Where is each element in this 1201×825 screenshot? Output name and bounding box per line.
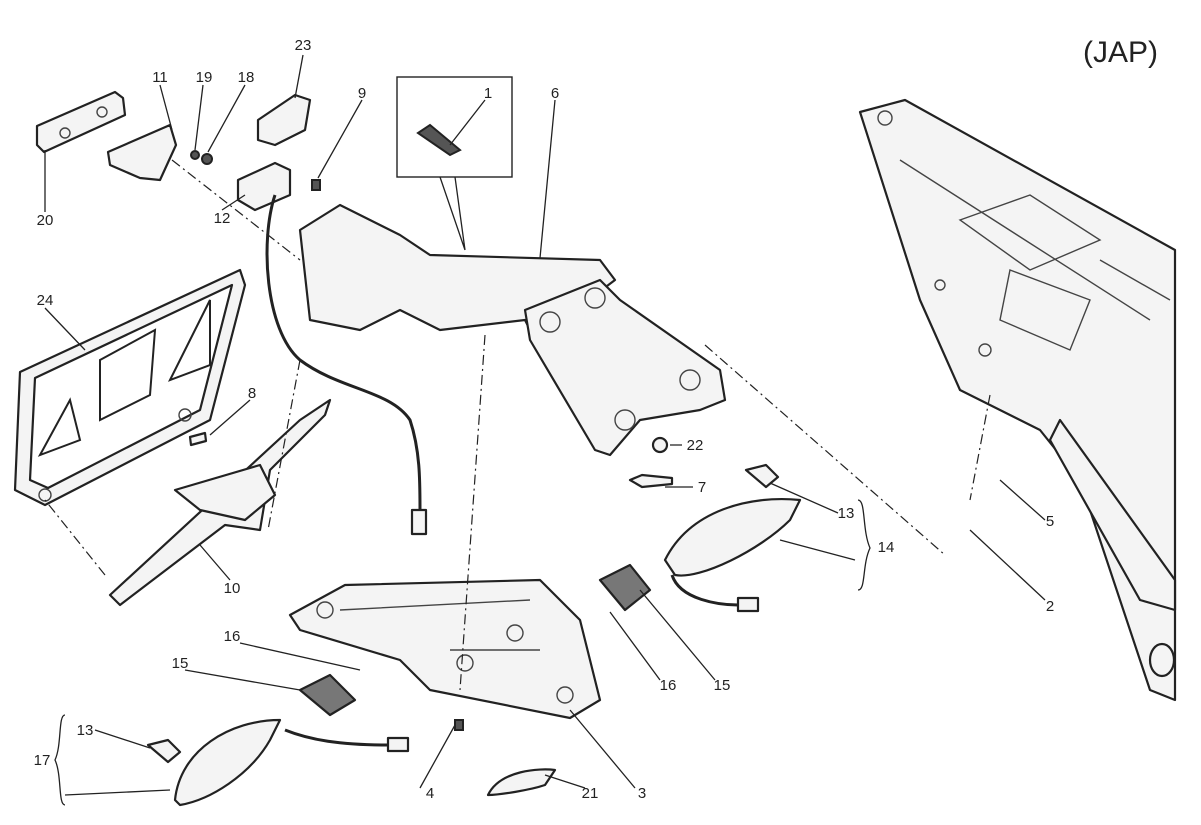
right-turn-signal (598, 463, 802, 613)
callout-18: 18 (238, 69, 255, 86)
callout-1: 1 (484, 85, 492, 102)
callout-15b: 15 (714, 677, 731, 694)
left-turn-signal (146, 673, 557, 807)
callout-11: 11 (152, 69, 168, 86)
callout-14: 14 (878, 539, 895, 556)
region-label: (JAP) (1083, 36, 1158, 69)
callout-16: 16 (224, 628, 241, 645)
callout-19: 19 (196, 69, 213, 86)
callout-23: 23 (295, 37, 312, 54)
mounting-plate (523, 278, 727, 489)
callout-21: 21 (582, 785, 599, 802)
rear-subframe (858, 98, 1177, 702)
callout-10: 10 (224, 580, 241, 597)
bottom-support (288, 578, 602, 720)
callout-6: 6 (551, 85, 559, 102)
callout-3: 3 (638, 785, 646, 802)
callout-8: 8 (248, 385, 256, 402)
callout-22: 22 (687, 437, 704, 454)
callout-13b: 13 (77, 722, 94, 739)
callout-24: 24 (37, 292, 54, 309)
callout-17: 17 (34, 752, 51, 769)
callout-2: 2 (1046, 598, 1054, 615)
callout-13: 13 (838, 505, 855, 522)
license-lamp (236, 93, 428, 536)
callout-16b: 16 (660, 677, 677, 694)
callout-7: 7 (698, 479, 706, 496)
callout-5: 5 (1046, 513, 1054, 530)
license-plate-holder (13, 268, 247, 507)
detail-inset (396, 76, 513, 251)
callout-15: 15 (172, 655, 189, 672)
callout-9: 9 (358, 85, 366, 102)
callout-12: 12 (214, 210, 231, 227)
plate-bracket (108, 398, 332, 607)
reflector (35, 90, 213, 182)
callout-4: 4 (426, 785, 434, 802)
callout-20: 20 (37, 212, 54, 229)
